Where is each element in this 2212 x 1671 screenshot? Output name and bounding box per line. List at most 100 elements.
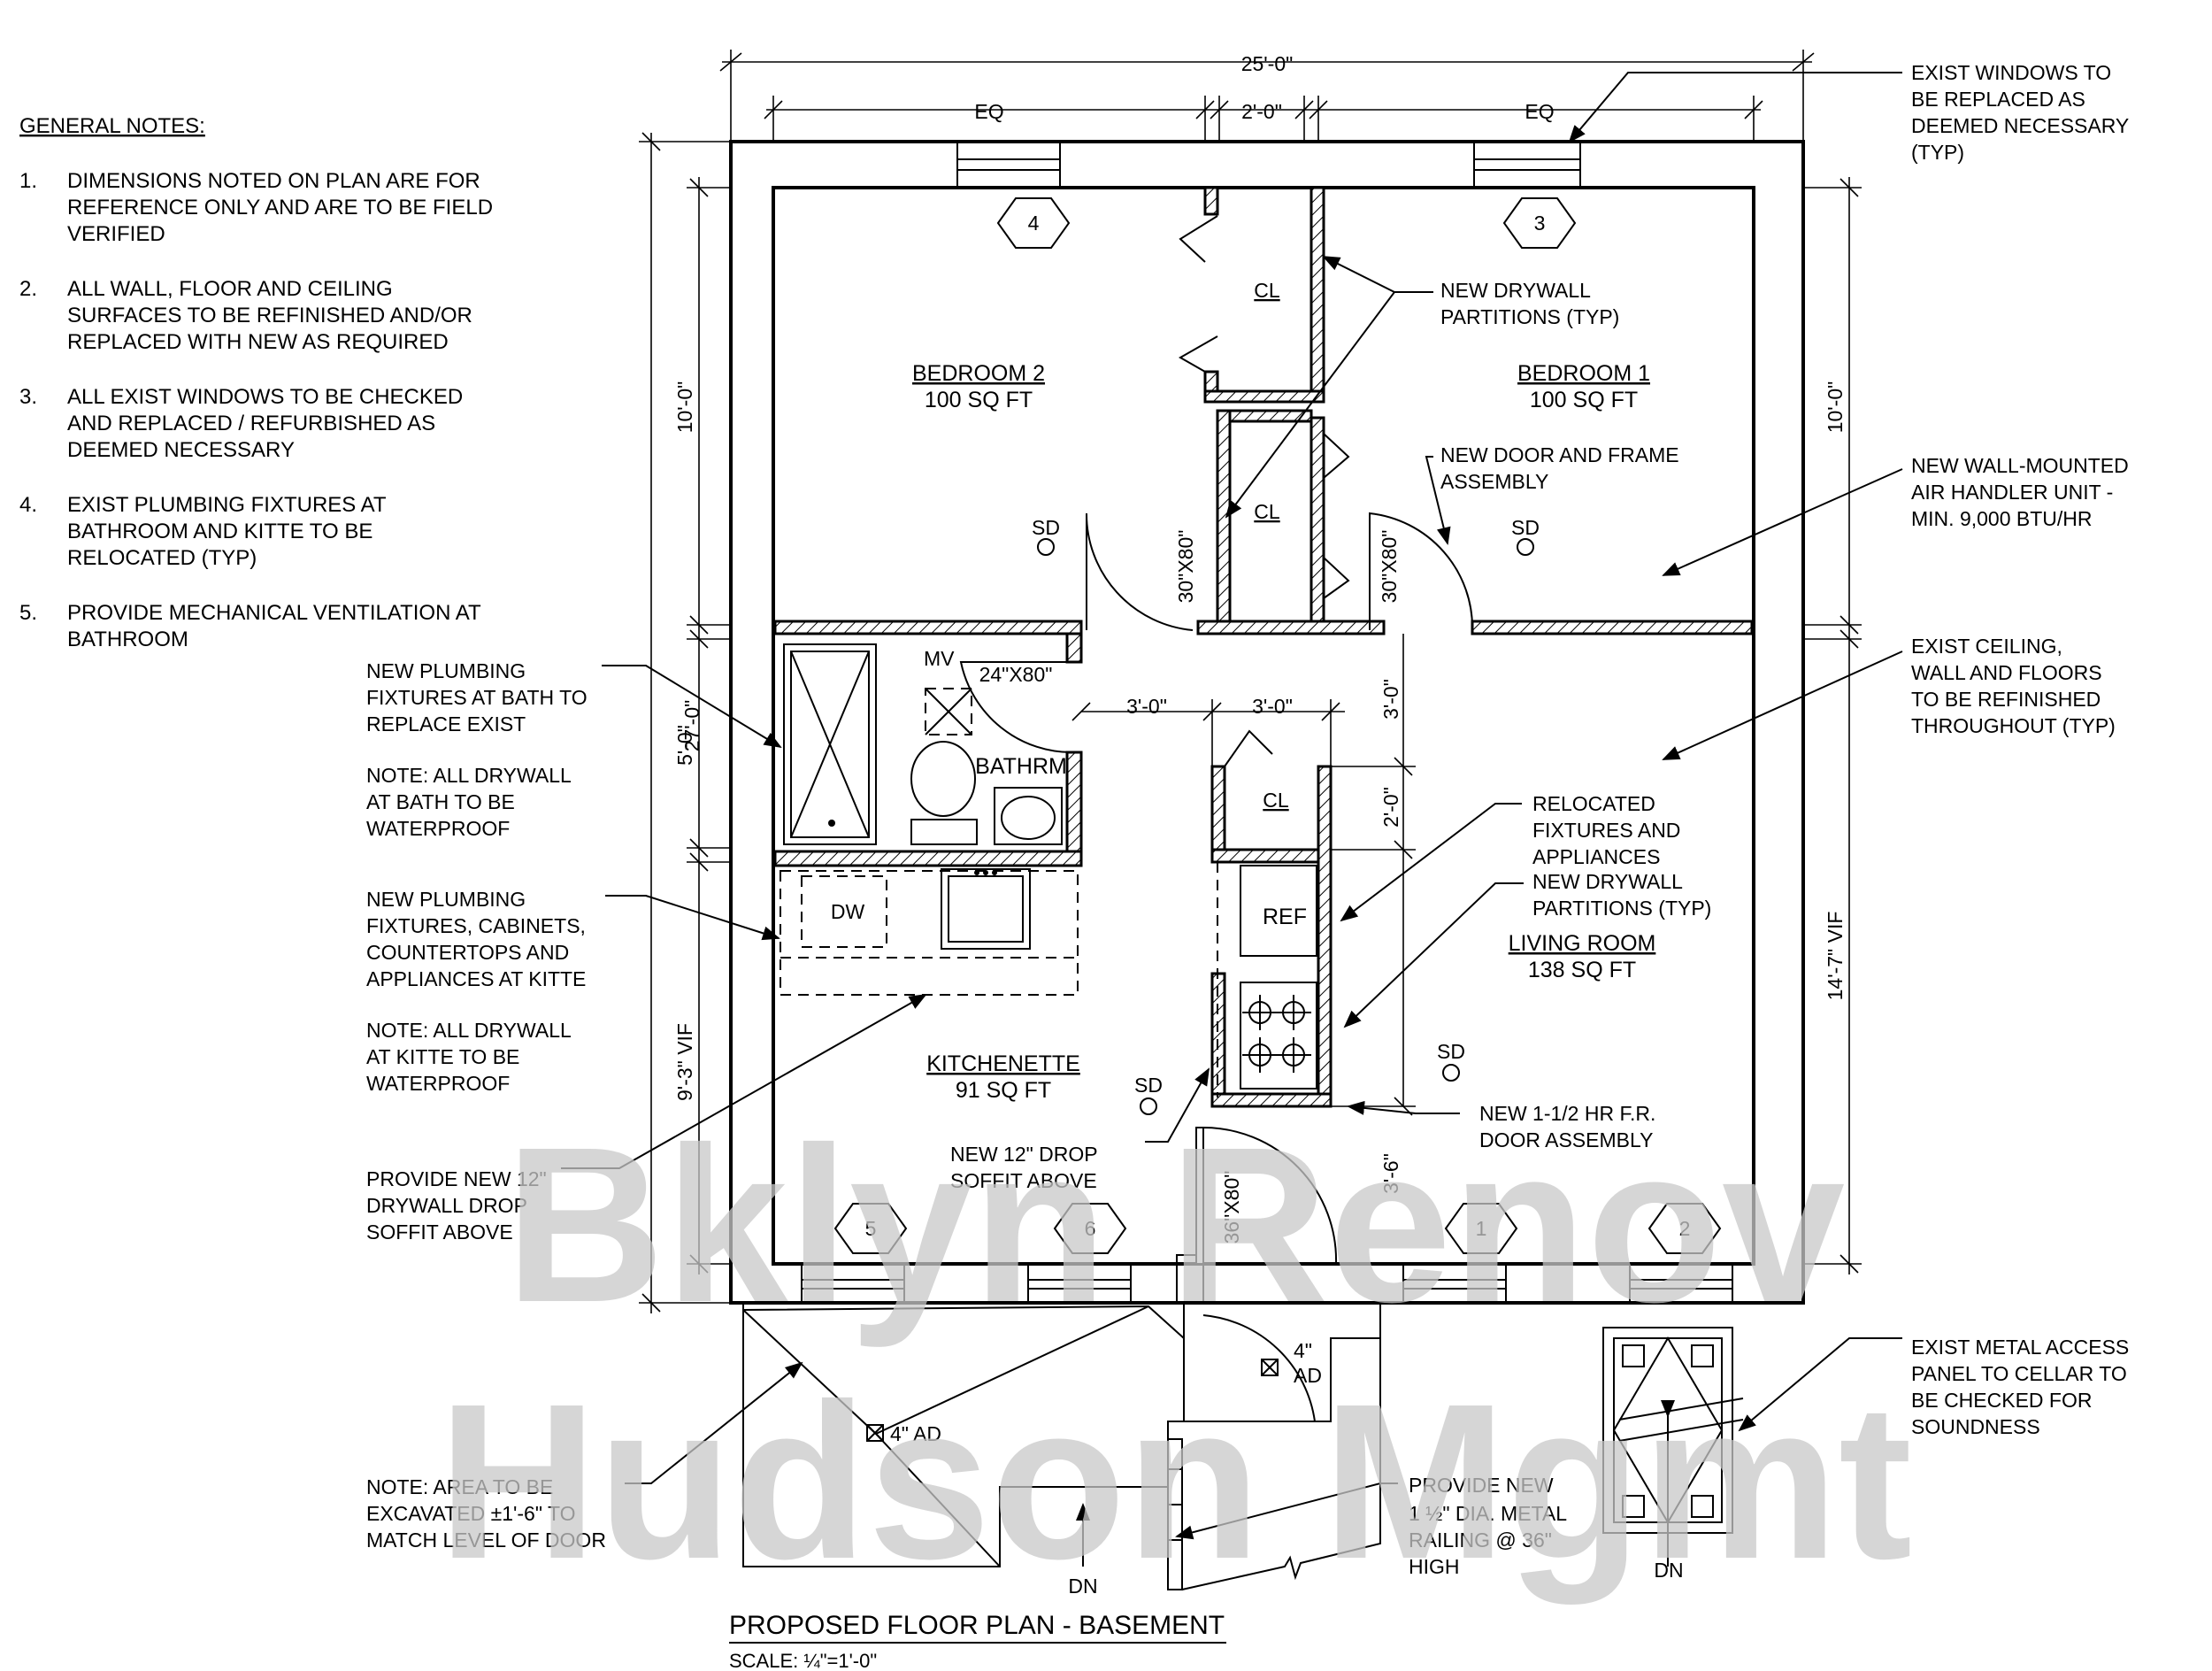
- callout-new-door: NEW DOOR AND FRAME ASSEMBLY: [1440, 443, 1679, 493]
- callout-line: RAILING @ 36": [1409, 1529, 1552, 1552]
- smoke-detector-icon: [1442, 1064, 1460, 1082]
- callout-line: 1 ½" DIA. METAL: [1409, 1502, 1567, 1525]
- room-area-kitchenette: 91 SQ FT: [956, 1078, 1051, 1103]
- window-tag: 6: [1053, 1203, 1127, 1254]
- callout-line: MIN. 9,000 BTU/HR: [1911, 507, 2093, 530]
- callout-bath-fixtures: NEW PLUMBING FIXTURES AT BATH TO REPLACE…: [366, 659, 588, 735]
- callout-line: MATCH LEVEL OF DOOR: [366, 1529, 606, 1552]
- window: [1630, 1266, 1732, 1301]
- room-name-kitchenette: KITCHENETTE: [926, 1051, 1080, 1076]
- bath-sink: [994, 787, 1063, 845]
- note-line: PROVIDE MECHANICAL VENTILATION AT: [67, 601, 481, 625]
- down-label: DN: [1068, 1575, 1097, 1598]
- dim-two-ft: 2'-0": [1241, 100, 1282, 123]
- callout-exist-ceiling: EXIST CEILING, WALL AND FLOORS TO BE REF…: [1911, 635, 2116, 737]
- callout-line: NEW 1-1/2 HR F.R.: [1479, 1102, 1655, 1125]
- callout-relocated: RELOCATED FIXTURES AND APPLIANCES: [1532, 792, 1680, 868]
- dw-label: DW: [831, 900, 865, 923]
- watermark-line-1: Bklyn Renov: [505, 1101, 1845, 1348]
- callout-access-panel: EXIST METAL ACCESS PANEL TO CELLAR TO BE…: [1911, 1336, 2129, 1438]
- note-number: 1.: [19, 169, 37, 193]
- window-tag-number: 4: [1028, 212, 1040, 235]
- callout-line: PARTITIONS (TYP): [1440, 305, 1619, 328]
- closet-label: CL: [1254, 279, 1280, 302]
- note-number: 4.: [19, 493, 37, 517]
- closet-label: CL: [1263, 789, 1289, 812]
- callout-line: WATERPROOF: [366, 1072, 510, 1095]
- callout-new-drywall: NEW DRYWALL PARTITIONS (TYP): [1440, 279, 1619, 328]
- dim-five-ft: 5'-0": [673, 725, 696, 766]
- doors: [959, 215, 1474, 1265]
- note-1: 1. DIMENSIONS NOTED ON PLAN ARE FOR REFE…: [19, 169, 493, 246]
- area-drain: [1261, 1359, 1279, 1376]
- title-block: PROPOSED FLOOR PLAN - BASEMENT SCALE: ¼"…: [729, 1611, 1226, 1671]
- window-tags: 1 2 3 4 5 6: [833, 197, 1722, 1254]
- door-size: 24"X80": [979, 663, 1053, 686]
- callout-line: WATERPROOF: [366, 817, 510, 840]
- callout-railing: PROVIDE NEW 1 ½" DIA. METAL RAILING @ 36…: [1409, 1474, 1567, 1578]
- smoke-detectors: SD SD SD SD: [1032, 516, 1540, 1115]
- callout-drop-soffit-center: NEW 12" DROP SOFFIT ABOVE: [950, 1143, 1098, 1192]
- note-line: VERIFIED: [67, 222, 165, 246]
- callout-line: FIXTURES AT BATH TO: [366, 686, 588, 709]
- callout-line: BE REPLACED AS: [1911, 88, 2085, 111]
- refrigerator: [1240, 865, 1317, 957]
- room-labels: BEDROOM 2 100 SQ FT BEDROOM 1 100 SQ FT …: [831, 279, 1656, 1103]
- callout-line: EXIST WINDOWS TO: [1911, 61, 2111, 84]
- callout-line: NEW DRYWALL: [1440, 279, 1591, 302]
- down-label: DN: [1654, 1559, 1683, 1582]
- cellar-access-panel: DN: [1602, 1327, 1744, 1582]
- dim-fourteen-seven: 14'-7" VIF: [1824, 912, 1847, 1001]
- callout-drop-soffit-left: PROVIDE NEW 12" DRYWALL DROP SOFFIT ABOV…: [366, 1167, 547, 1244]
- kitchen-counter: [780, 870, 1079, 996]
- partition-wall: [1310, 186, 1325, 393]
- dim-nine-three: 9'-3" VIF: [673, 1023, 696, 1101]
- sd-label: SD: [1032, 516, 1060, 539]
- callout-line: APPLIANCES: [1532, 845, 1660, 868]
- note-line: BATHROOM AND KITTE TO BE: [67, 520, 373, 543]
- callout-line: EXIST CEILING,: [1911, 635, 2062, 658]
- window-tag: 4: [996, 197, 1071, 249]
- callout-exist-windows: EXIST WINDOWS TO BE REPLACED AS DEEMED N…: [1911, 61, 2129, 164]
- window: [802, 1266, 904, 1301]
- dim-ten-ft-right: 10'-0": [1824, 381, 1847, 434]
- note-5: 5. PROVIDE MECHANICAL VENTILATION AT BAT…: [19, 601, 481, 651]
- window: [957, 143, 1060, 186]
- callout-excavate: NOTE: AREA TO BE EXCAVATED ±1'-6" TO MAT…: [366, 1475, 606, 1552]
- partition-wall: [1065, 632, 1083, 664]
- room-name-bathroom: BATHRM: [975, 754, 1067, 779]
- callout-line: NEW PLUMBING: [366, 659, 526, 682]
- interior-partitions: [773, 186, 1754, 1108]
- partition-wall: [1210, 765, 1226, 864]
- note-number: 5.: [19, 601, 37, 625]
- callout-line: PROVIDE NEW 12": [366, 1167, 547, 1190]
- callout-air-handler: NEW WALL-MOUNTED AIR HANDLER UNIT - MIN.…: [1911, 454, 2129, 530]
- toilet: [910, 819, 978, 845]
- area-drain-label: 4": [1294, 1339, 1312, 1362]
- partition-wall: [1210, 848, 1333, 864]
- dishwasher: [801, 875, 887, 948]
- callout-line: NEW DOOR AND FRAME: [1440, 443, 1679, 466]
- window-tag: 5: [833, 1203, 908, 1254]
- right-dimensions: 10'-0" 14'-7" VIF: [1754, 177, 1862, 1274]
- partition-wall: [773, 620, 1083, 635]
- note-line: REPLACED WITH NEW AS REQUIRED: [67, 330, 449, 354]
- callout-line: (TYP): [1911, 141, 1964, 164]
- callout-line: NOTE: ALL DRYWALL: [366, 764, 572, 787]
- partition-wall: [1203, 370, 1219, 393]
- fixtures: [780, 643, 1317, 1097]
- partition-wall: [1210, 1092, 1333, 1108]
- partition-wall: [1216, 409, 1313, 423]
- note-line: AND REPLACED / REFURBISHED AS: [67, 412, 435, 435]
- door-size: 36"X80": [1220, 1171, 1243, 1244]
- door-size: 30"X80": [1174, 530, 1197, 604]
- callout-line: EXCAVATED ±1'-6" TO: [366, 1502, 576, 1525]
- partition-wall: [1203, 389, 1325, 404]
- callout-line: SOFFIT ABOVE: [366, 1221, 513, 1244]
- area-drain-label: 4" AD: [890, 1422, 941, 1445]
- callout-line: PANEL TO CELLAR TO: [1911, 1362, 2127, 1385]
- callout-line: THROUGHOUT (TYP): [1911, 714, 2116, 737]
- room-area-living: 138 SQ FT: [1528, 958, 1636, 982]
- note-line: BATHROOM: [67, 628, 188, 651]
